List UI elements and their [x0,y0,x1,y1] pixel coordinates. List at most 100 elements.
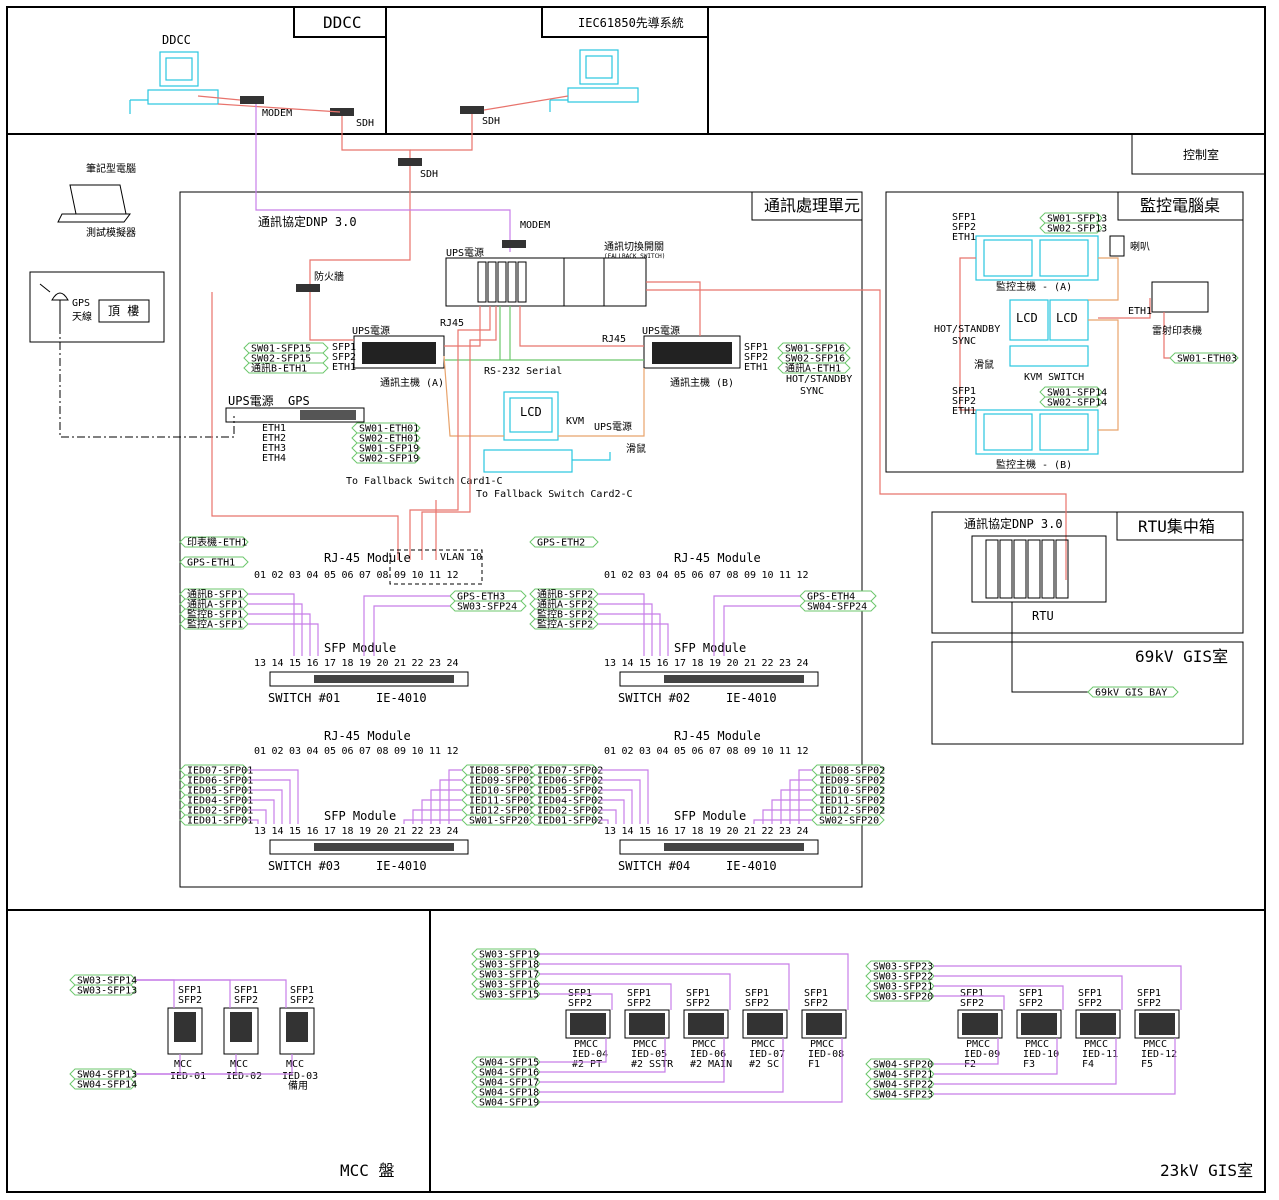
gis69-room-label: 69kV GIS室 [1135,647,1228,666]
port-06: 06 [692,570,704,581]
mcc-top-tag-1: SW03-SFP13 [69,984,137,997]
port-20: 20 [727,658,739,669]
ied-right-tag-4-text: IED12-SFP02 [819,806,885,817]
gps-eth-2: ETH3 [262,443,286,454]
room-iec-label: IEC61850先導系統 [578,16,684,30]
pmcc-label: #2 PT [572,1059,602,1070]
port-23: 23 [429,826,441,837]
port-03: 03 [289,570,301,581]
port-01: 01 [604,570,616,581]
ied-right-tag-2-text: IED10-SFP02 [819,786,885,797]
port-10: 10 [762,570,774,581]
port-19: 19 [709,658,721,669]
mon-b-tag-0-text: SW01-SFP14 [1047,388,1107,399]
mcc-bottom-tag-0-text: SW04-SFP13 [77,1070,137,1081]
gps-eth-0: ETH1 [262,423,286,434]
port-03: 03 [639,746,651,757]
comm-main-b [643,335,741,369]
pmcc-sfp1: SFP1 [804,988,828,999]
rtu-box-label: RTU集中箱 [1138,517,1215,536]
port-05: 05 [324,570,336,581]
g1-top-tag-4: SW03-SFP15 [471,988,541,1001]
eth1-a: ETH1 [332,362,356,373]
g2-top-tag-3-text: SW03-SFP20 [873,992,933,1003]
left-tag-1-text: 通訊A-SFP1 [187,598,243,611]
port-16: 16 [307,658,319,669]
ied-right-tag-5-text: SW01-SFP20 [469,816,529,827]
mcc-bottom-tag-1-text: SW04-SFP14 [77,1080,137,1091]
gps-antenna-label: GPS [72,298,90,309]
ddcc-computer [129,51,219,114]
tester-label: 測試模擬器 [86,226,136,239]
left-tag-3-text: 監控A-SFP2 [537,618,593,631]
switch-model: IE-4010 [726,691,777,705]
port-22: 22 [762,658,774,669]
port-18: 18 [692,826,704,837]
rtu-protocol-label: 通訊協定DNP 3.0 [964,516,1063,531]
hot-standby-label: HOT/STANDBY [786,374,852,385]
pmcc-label: F5 [1141,1059,1153,1070]
pmcc-id: IED-12 [1141,1049,1177,1060]
switch-name: SWITCH #02 [618,691,690,705]
pmcc-sfp1: SFP1 [1078,988,1102,999]
pmcc-id: IED-06 [690,1049,726,1060]
ied-left-tag-0-text: IED07-SFP01 [187,766,253,777]
pmcc-sfp1: SFP1 [1137,988,1161,999]
port-08: 08 [377,746,389,757]
rj45-a-label: RJ45 [440,318,464,329]
ied-right-tag-0-text: IED08-SFP02 [819,766,885,777]
right-tag-1: SW04-SFP24 [799,600,877,613]
port-07: 07 [359,570,371,581]
pmcc-type: PMCC [1143,1039,1167,1050]
rj45-module-label: RJ-45 Module [324,729,411,743]
port-12: 12 [447,570,459,581]
g2-bottom-tag-3-text: SW04-SFP23 [873,1090,933,1101]
gps-antenna-icon [39,283,69,326]
pmcc-type: PMCC [692,1039,716,1050]
mon-sfp1-b: SFP1 [952,386,976,397]
port-14: 14 [272,658,284,669]
ied-type: MCC [230,1059,248,1070]
ied-left-tag-0-text: IED07-SFP02 [537,766,603,777]
port-23: 23 [779,826,791,837]
left-tag-0: 通訊B-SFP1 [179,588,249,601]
sfp-module-label: SFP Module [324,641,396,655]
pmcc-sfp2: SFP2 [745,998,769,1009]
pmcc-sfp2: SFP2 [568,998,592,1009]
kvm-lcd [483,391,573,473]
left-tag-1: 通訊A-SFP2 [529,598,599,611]
sfp-module-label: SFP Module [674,809,746,823]
port-15: 15 [289,826,301,837]
switch-model: IE-4010 [376,859,427,873]
port-14: 14 [272,826,284,837]
mon-eth1-a: ETH1 [952,232,976,243]
ied-sfp2: SFP2 [290,995,314,1006]
mon-a-tag-1-text: SW02-SFP13 [1047,224,1107,235]
sfp1-b: SFP1 [744,342,768,353]
port-02: 02 [622,570,634,581]
pmcc-sfp1: SFP1 [686,988,710,999]
port-18: 18 [342,826,354,837]
ups-lcd-label: UPS電源 [594,420,632,433]
port-20: 20 [377,826,389,837]
rtu-rack [971,535,1107,603]
mon-sfp2-b: SFP2 [952,396,976,407]
port-08: 08 [727,746,739,757]
ied-sfp2: SFP2 [234,995,258,1006]
g1-top-tag-3-text: SW03-SFP16 [479,980,539,991]
port-09: 09 [394,746,406,757]
rj-tag-1: GPS-ETH1 [179,556,249,569]
port-09: 09 [744,746,756,757]
port-17: 17 [324,658,336,669]
sfp1-a: SFP1 [332,342,356,353]
ied-left-tag-1-text: IED06-SFP01 [187,776,253,787]
port-19: 19 [359,658,371,669]
